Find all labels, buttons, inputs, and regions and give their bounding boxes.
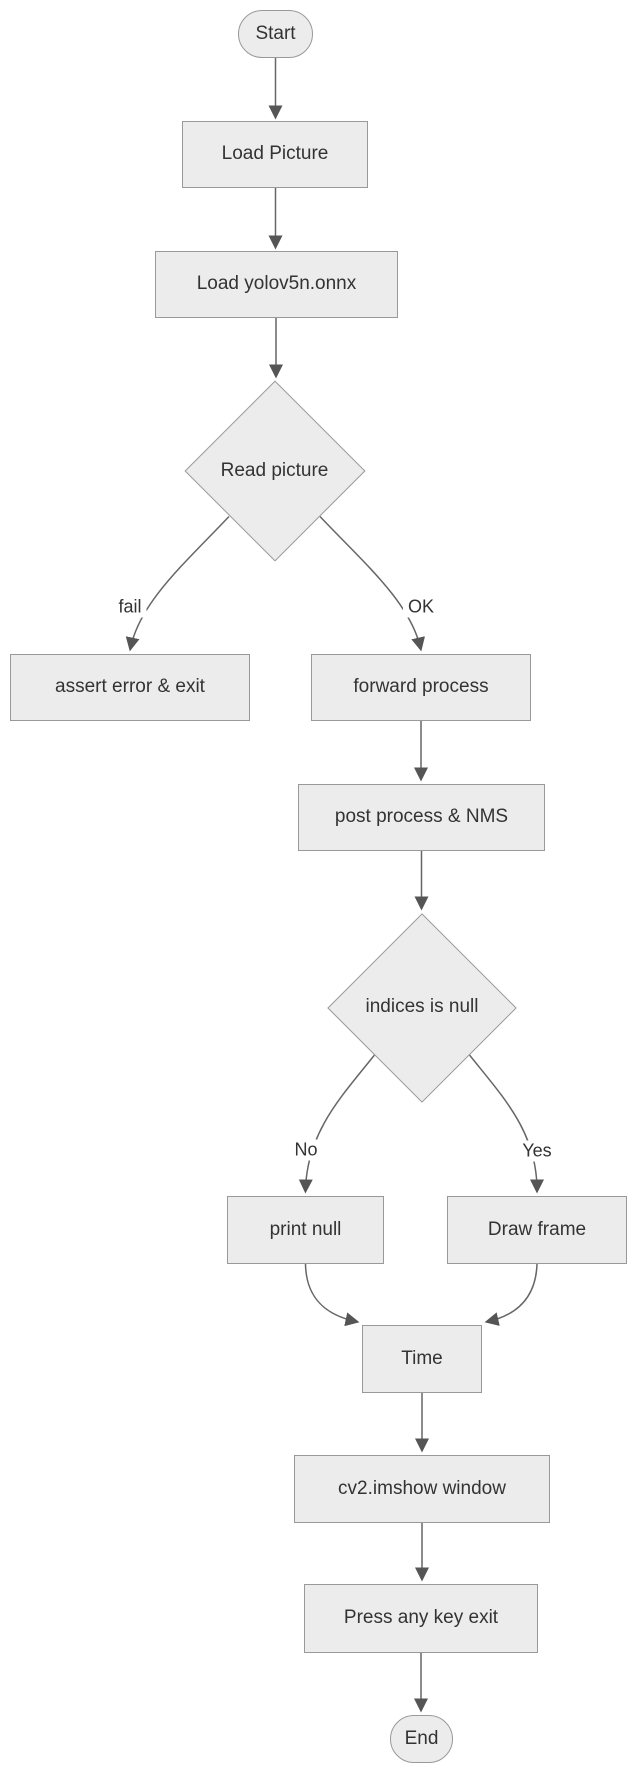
node-post-process-nms: post process & NMS xyxy=(298,784,545,851)
node-end: End xyxy=(390,1715,453,1763)
node-indices-is-null: indices is null xyxy=(327,912,517,1103)
node-assert-error-exit-label: assert error & exit xyxy=(55,676,205,698)
node-end-label: End xyxy=(404,1727,439,1749)
edge-draw-frame-to-time xyxy=(484,1263,538,1326)
node-time-label: Time xyxy=(401,1347,443,1369)
node-cv2-imshow-window-label: cv2.imshow window xyxy=(338,1477,506,1499)
node-cv2-imshow-window: cv2.imshow window xyxy=(294,1455,550,1523)
node-read-picture-label: Read picture xyxy=(220,459,329,481)
edge-label-ok: OK xyxy=(402,596,440,618)
node-start-label: Start xyxy=(255,22,296,44)
node-forward-process-label: forward process xyxy=(353,676,489,698)
node-draw-frame-label: Draw frame xyxy=(487,1218,587,1240)
node-read-picture: Read picture xyxy=(183,380,366,562)
edge-label-yes: Yes xyxy=(517,1140,557,1162)
node-assert-error-exit: assert error & exit xyxy=(10,654,250,721)
edge-read-picture-fail xyxy=(125,515,230,652)
edge-indices-yes xyxy=(468,1054,544,1194)
node-press-any-key-exit: Press any key exit xyxy=(304,1584,538,1653)
node-forward-process: forward process xyxy=(311,654,531,721)
node-load-yolov5n-onnx-label: Load yolov5n.onnx xyxy=(196,273,357,295)
node-print-null: print null xyxy=(227,1196,384,1264)
node-time: Time xyxy=(362,1325,482,1393)
edge-print-null-to-time xyxy=(304,1263,360,1327)
node-press-any-key-exit-label: Press any key exit xyxy=(343,1607,499,1629)
node-start: Start xyxy=(238,10,313,58)
node-print-null-label: print null xyxy=(269,1218,342,1240)
edge-label-fail: fail xyxy=(113,596,147,618)
node-post-process-nms-label: post process & NMS xyxy=(334,806,509,828)
node-load-picture-label: Load Picture xyxy=(221,143,329,165)
edge-read-picture-ok xyxy=(319,515,425,652)
node-draw-frame: Draw frame xyxy=(447,1196,627,1264)
edge-label-no: No xyxy=(289,1139,323,1161)
node-load-picture: Load Picture xyxy=(182,121,368,188)
node-load-yolov5n-onnx: Load yolov5n.onnx xyxy=(155,251,398,318)
node-indices-is-null-label: indices is null xyxy=(365,996,479,1018)
edge-indices-no xyxy=(298,1054,376,1194)
